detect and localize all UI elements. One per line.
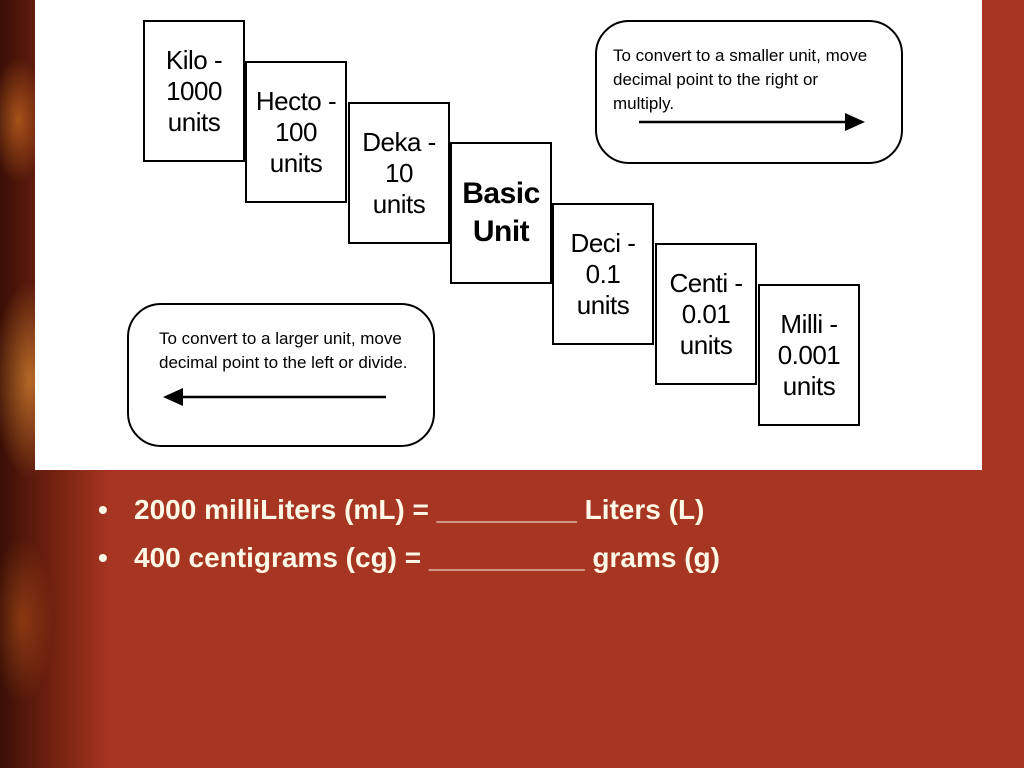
unit-box-basic: Basic Unit [450, 142, 552, 284]
question-text: 400 centigrams (cg) = __________ grams (… [134, 542, 720, 573]
unit-box-hecto: Hecto - 100 units [245, 61, 347, 203]
bullet-icon: • [98, 542, 108, 573]
unit-box-deka: Deka - 10 units [348, 102, 450, 244]
question-item: • 400 centigrams (cg) = __________ grams… [98, 534, 978, 582]
metric-conversion-diagram: Kilo - 1000 units Hecto - 100 units Deka… [35, 0, 982, 470]
smaller-unit-note: To convert to a smaller unit, move decim… [595, 20, 903, 164]
unit-box-milli: Milli - 0.001 units [758, 284, 860, 426]
unit-label-basic: Basic Unit [462, 177, 540, 248]
unit-label-kilo: Kilo - 1000 units [165, 44, 223, 137]
unit-label-hecto: Hecto - 100 units [255, 85, 337, 178]
unit-label-deka: Deka - 10 units [362, 126, 436, 219]
arrow-left-icon [163, 388, 386, 406]
question-text: 2000 milliLiters (mL) = _________ Liters… [134, 494, 705, 525]
larger-unit-note-text: To convert to a larger unit, move decima… [159, 329, 408, 372]
smaller-unit-note-text: To convert to a smaller unit, move decim… [613, 46, 868, 113]
question-item: • 2000 milliLiters (mL) = _________ Lite… [98, 486, 978, 534]
question-list: • 2000 milliLiters (mL) = _________ Lite… [98, 486, 978, 582]
unit-box-kilo: Kilo - 1000 units [143, 20, 245, 162]
larger-unit-note: To convert to a larger unit, move decima… [127, 303, 435, 447]
bullet-icon: • [98, 494, 108, 525]
unit-box-deci: Deci - 0.1 units [552, 203, 654, 345]
unit-label-milli: Milli - 0.001 units [777, 308, 841, 401]
unit-label-centi: Centi - 0.01 units [669, 267, 743, 360]
arrow-right-icon [639, 113, 865, 131]
unit-label-deci: Deci - 0.1 units [570, 227, 636, 320]
unit-box-centi: Centi - 0.01 units [655, 243, 757, 385]
